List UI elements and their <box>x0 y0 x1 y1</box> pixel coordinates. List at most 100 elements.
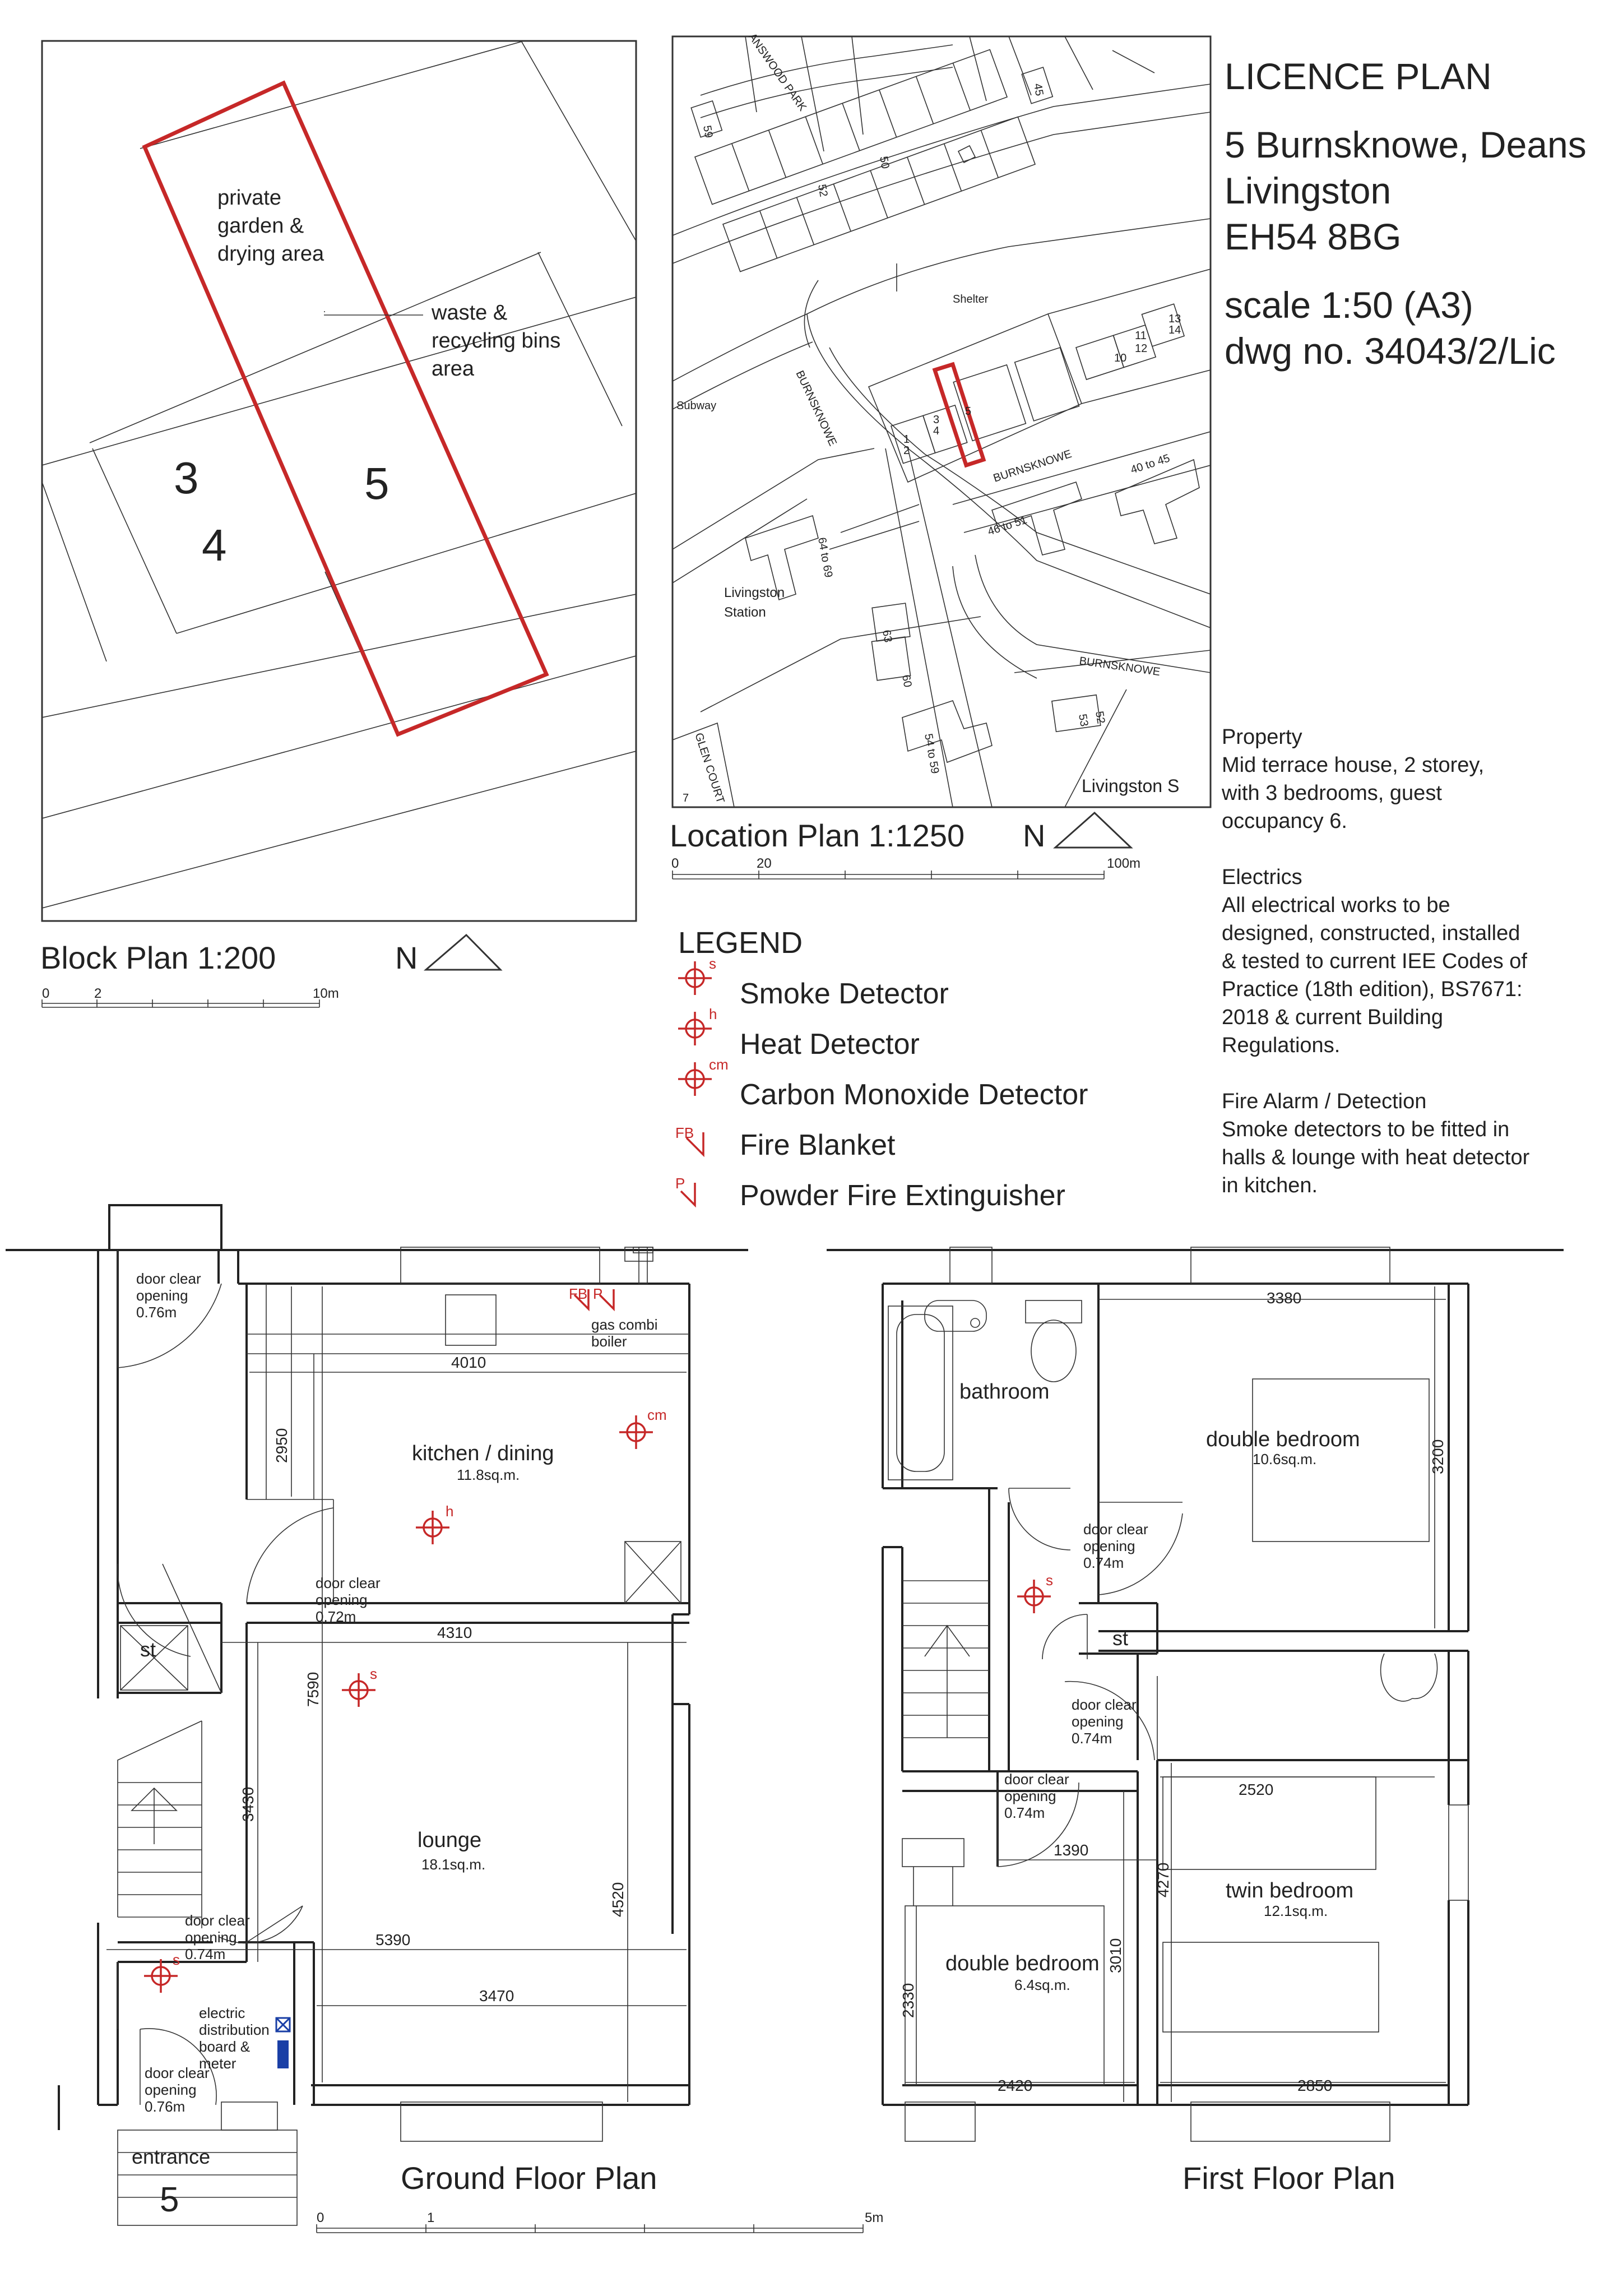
kitchen-area: 11.8sq.m. <box>457 1466 520 1483</box>
house-number: 5 <box>160 2181 179 2219</box>
svg-text:13: 13 <box>1168 313 1181 325</box>
smoke-detector-icon <box>677 960 713 996</box>
house-number-4: 4 <box>202 520 227 570</box>
svg-text:P: P <box>593 1285 602 1302</box>
svg-text:Subway: Subway <box>676 400 716 412</box>
svg-text:cm: cm <box>709 1056 729 1073</box>
entrance-label: entrance <box>132 2145 210 2168</box>
drawing-number: dwg no. 34043/2/Lic <box>1225 330 1556 372</box>
svg-text:40 to 45: 40 to 45 <box>1129 452 1172 476</box>
bedroom-3-label: double bedroom <box>945 1952 1100 1975</box>
fire-heading: Fire Alarm / Detection <box>1222 1090 1427 1113</box>
extinguisher-icon <box>599 1289 615 1312</box>
svg-text:Livingston: Livingston <box>724 585 785 600</box>
bedroom-2-area: 12.1sq.m. <box>1264 1902 1328 1919</box>
svg-text:Station: Station <box>724 605 766 620</box>
svg-text:0: 0 <box>317 2210 324 2225</box>
svg-text:0: 0 <box>42 986 49 1001</box>
address-line-1: 5 Burnsknowe, Deans <box>1225 124 1587 165</box>
svg-text:11: 11 <box>1135 330 1147 342</box>
boiler-label: gas combi boiler <box>591 1316 662 1350</box>
ground-dims <box>106 1286 687 2102</box>
location-plan-north: N <box>1023 818 1045 853</box>
svg-text:50: 50 <box>877 155 892 170</box>
svg-text:4310: 4310 <box>437 1624 472 1641</box>
property-text: Mid terrace house, 2 storey, with 3 bedr… <box>1222 753 1485 833</box>
svg-text:53: 53 <box>1076 713 1091 728</box>
legend-item-co: Carbon Monoxide Detector <box>740 1078 1088 1111</box>
svg-text:Livingston S: Livingston S <box>1082 776 1179 796</box>
svg-text:3430: 3430 <box>239 1787 257 1822</box>
svg-text:52: 52 <box>815 183 830 198</box>
heat-detector-icon <box>677 1011 713 1047</box>
svg-text:64 to 69: 64 to 69 <box>815 536 834 578</box>
svg-text:5: 5 <box>965 405 971 418</box>
first-floor-title: First Floor Plan <box>1183 2160 1395 2196</box>
svg-text:3010: 3010 <box>1107 1938 1124 1973</box>
svg-text:1390: 1390 <box>1054 1841 1088 1859</box>
svg-text:10m: 10m <box>313 986 339 1001</box>
svg-text:1: 1 <box>903 433 910 446</box>
legend-item-smoke: Smoke Detector <box>740 978 949 1010</box>
location-plan-title: Location Plan 1:1250 <box>670 818 964 853</box>
electrics-heading: Electrics <box>1222 865 1302 889</box>
house-number-5: 5 <box>364 459 389 508</box>
location-plan: Shelter Subway Livingston Station BURNSK… <box>670 31 1212 879</box>
svg-text:4010: 4010 <box>451 1354 486 1371</box>
address-line-3: EH54 8BG <box>1225 216 1402 257</box>
location-plan-scale-bar: 0 20 100m <box>671 856 1140 879</box>
legend-item-heat: Heat Detector <box>740 1028 920 1061</box>
svg-text:59: 59 <box>701 124 715 139</box>
plan-heading: LICENCE PLAN <box>1225 55 1492 97</box>
svg-text:2420: 2420 <box>998 2077 1032 2094</box>
title-block: LICENCE PLAN 5 Burnsknowe, Deans Livings… <box>1225 53 1587 374</box>
electric-label: electric distribution board & meter <box>199 2005 273 2072</box>
north-arrow-icon <box>423 933 503 971</box>
bedroom-1-label: double bedroom <box>1206 1428 1360 1451</box>
first-dims <box>905 1286 1446 2102</box>
property-heading: Property <box>1222 725 1302 749</box>
block-plan-frame <box>41 40 637 922</box>
svg-text:BURNSKNOWE: BURNSKNOWE <box>793 369 838 448</box>
svg-text:45: 45 <box>1031 82 1046 97</box>
svg-text:3380: 3380 <box>1267 1289 1301 1307</box>
svg-text:4270: 4270 <box>1154 1863 1172 1897</box>
lounge-area: 18.1sq.m. <box>421 1856 485 1873</box>
meter-icon <box>277 2040 289 2068</box>
svg-text:2: 2 <box>94 986 101 1001</box>
svg-text:2520: 2520 <box>1239 1781 1273 1798</box>
fire-text: Smoke detectors to be fitted in halls & … <box>1222 1118 1530 1197</box>
svg-text:4: 4 <box>933 425 939 437</box>
lounge-label: lounge <box>418 1829 481 1852</box>
first-floor-plan: 3380 3200 2520 4270 1390 3010 2330 2420 … <box>827 1247 1564 2196</box>
svg-text:Shelter: Shelter <box>953 293 989 305</box>
house-number-3: 3 <box>174 453 199 503</box>
legend-title: LEGEND <box>678 926 803 960</box>
location-plan-frame <box>671 35 1212 808</box>
svg-text:14: 14 <box>1168 324 1181 336</box>
ground-floor-title: Ground Floor Plan <box>401 2160 657 2196</box>
block-plan: private garden & drying area waste & rec… <box>40 40 637 1008</box>
scale-text: scale 1:50 (A3) <box>1225 284 1473 326</box>
svg-text:3470: 3470 <box>479 1987 514 2005</box>
legend: LEGEND s Smoke Detector h Heat Detector … <box>675 926 1088 1212</box>
store-label: st <box>1112 1627 1128 1650</box>
svg-text:7: 7 <box>683 792 689 804</box>
ground-floor-plan: 4010 2950 4310 7590 3430 4520 5390 3470 … <box>6 1204 883 2233</box>
svg-text:5m: 5m <box>865 2210 883 2225</box>
legend-item-fire-blanket: Fire Blanket <box>740 1129 896 1161</box>
floor-scale-bar: 0 1 5m <box>316 2210 883 2233</box>
svg-text:3: 3 <box>933 414 939 426</box>
svg-text:7590: 7590 <box>304 1672 322 1707</box>
bathroom-label: bathroom <box>959 1380 1050 1404</box>
svg-text:63: 63 <box>880 629 894 644</box>
svg-text:10: 10 <box>1114 352 1126 364</box>
heat-detector-icon <box>415 1510 451 1545</box>
first-doors <box>997 1488 1438 1867</box>
